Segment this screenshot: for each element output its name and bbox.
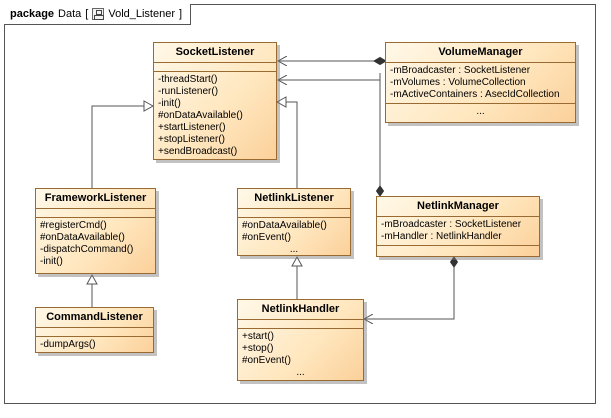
attribute: -mActiveContainers : AsecIdCollection xyxy=(390,89,560,100)
attribute: -mHandler : NetlinkHandler xyxy=(381,231,502,242)
operations-compartment: #registerCmd() #onDataAvailable() -dispa… xyxy=(36,217,155,270)
class-volume-manager[interactable]: VolumeManager -mBroadcaster : SocketList… xyxy=(385,42,576,123)
ellipsis: ... xyxy=(296,367,305,378)
class-name: SocketListener xyxy=(154,43,276,63)
association-netlink-manager-to-handler xyxy=(364,258,455,319)
generalization-head-framework xyxy=(143,100,155,112)
generalization-head-command xyxy=(86,273,98,285)
generalization-framework-to-socket xyxy=(91,105,144,188)
operation: #registerCmd() xyxy=(40,220,107,231)
operations-compartment: -threadStart() -runListener() -init() #o… xyxy=(154,71,276,160)
package-keyword: package xyxy=(10,8,55,20)
operations-compartment: -dumpArgs() xyxy=(36,336,153,353)
operations-compartment: #onDataAvailable() #onEvent() ... xyxy=(238,217,350,258)
ellipsis: ... xyxy=(476,106,485,117)
attribute: -mVolumes : VolumeCollection xyxy=(390,77,526,88)
class-netlink-handler[interactable]: NetlinkHandler +start() +stop() #onEvent… xyxy=(237,299,364,381)
class-netlink-listener[interactable]: NetlinkListener #onDataAvailable() #onEv… xyxy=(237,188,351,256)
attributes-compartment xyxy=(36,209,155,217)
operation: #onDataAvailable() xyxy=(158,110,243,121)
package-tab: package Data [ Vold_Listener ] xyxy=(4,4,192,25)
operations-compartment: +start() +stop() #onEvent() ... xyxy=(238,328,363,381)
class-name: FrameworkListener xyxy=(36,189,155,209)
operations-compartment xyxy=(377,245,539,254)
association-netlink-manager-to-socket xyxy=(278,80,381,185)
operation: -dumpArgs() xyxy=(40,339,96,350)
bracket-open: [ xyxy=(85,8,89,20)
class-name: NetlinkHandler xyxy=(238,300,363,320)
bracket-close: ] xyxy=(179,8,183,20)
class-name: VolumeManager xyxy=(386,43,575,63)
operation: -runListener() xyxy=(158,86,219,97)
diamond-volume-netlink-manager xyxy=(375,185,385,197)
class-framework-listener[interactable]: FrameworkListener #registerCmd() #onData… xyxy=(35,188,156,274)
diagram-name: Vold_Listener xyxy=(108,8,176,20)
ellipsis: ... xyxy=(289,244,299,255)
attributes-compartment xyxy=(36,328,153,336)
attributes-compartment xyxy=(154,63,276,71)
diamond-volume-socket xyxy=(373,56,387,66)
operation: +start() xyxy=(242,331,274,342)
class-name: NetlinkManager xyxy=(377,197,539,217)
generalization-head-netlink xyxy=(275,96,287,108)
class-name: NetlinkListener xyxy=(238,189,350,209)
diamond-netlink-manager-handler xyxy=(449,256,459,268)
operation: #onEvent() xyxy=(242,232,291,243)
class-name: CommandListener xyxy=(36,308,153,328)
operation: +sendBroadcast() xyxy=(158,146,238,157)
attributes-compartment xyxy=(238,209,350,217)
class-command-listener[interactable]: CommandListener -dumpArgs() xyxy=(35,307,154,353)
generalization-head-handler xyxy=(291,255,303,267)
operation: +stop() xyxy=(242,343,274,354)
operation: -threadStart() xyxy=(158,74,218,85)
operation: #onDataAvailable() xyxy=(242,220,327,231)
package-frame xyxy=(4,4,596,404)
operation: -init() xyxy=(40,256,63,267)
attribute: -mBroadcaster : SocketListener xyxy=(390,65,531,76)
operation: #onDataAvailable() xyxy=(40,232,125,243)
package-name: Data xyxy=(58,8,82,20)
class-socket-listener[interactable]: SocketListener -threadStart() -runListen… xyxy=(153,42,277,160)
generalization-netlink-to-socket xyxy=(286,101,298,188)
operation: +stopListener() xyxy=(158,134,225,145)
operations-compartment: ... xyxy=(386,103,575,120)
class-diagram-icon xyxy=(92,8,105,20)
attributes-compartment xyxy=(238,320,363,328)
attributes-compartment: -mBroadcaster : SocketListener -mHandler… xyxy=(377,217,539,245)
attribute: -mBroadcaster : SocketListener xyxy=(381,219,522,230)
attributes-compartment: -mBroadcaster : SocketListener -mVolumes… xyxy=(386,63,575,103)
operation: #onEvent() xyxy=(242,355,291,366)
class-netlink-manager[interactable]: NetlinkManager -mBroadcaster : SocketLis… xyxy=(376,196,540,257)
operation: +startListener() xyxy=(158,122,226,133)
operation: -dispatchCommand() xyxy=(40,244,134,255)
operation: -init() xyxy=(158,98,181,109)
